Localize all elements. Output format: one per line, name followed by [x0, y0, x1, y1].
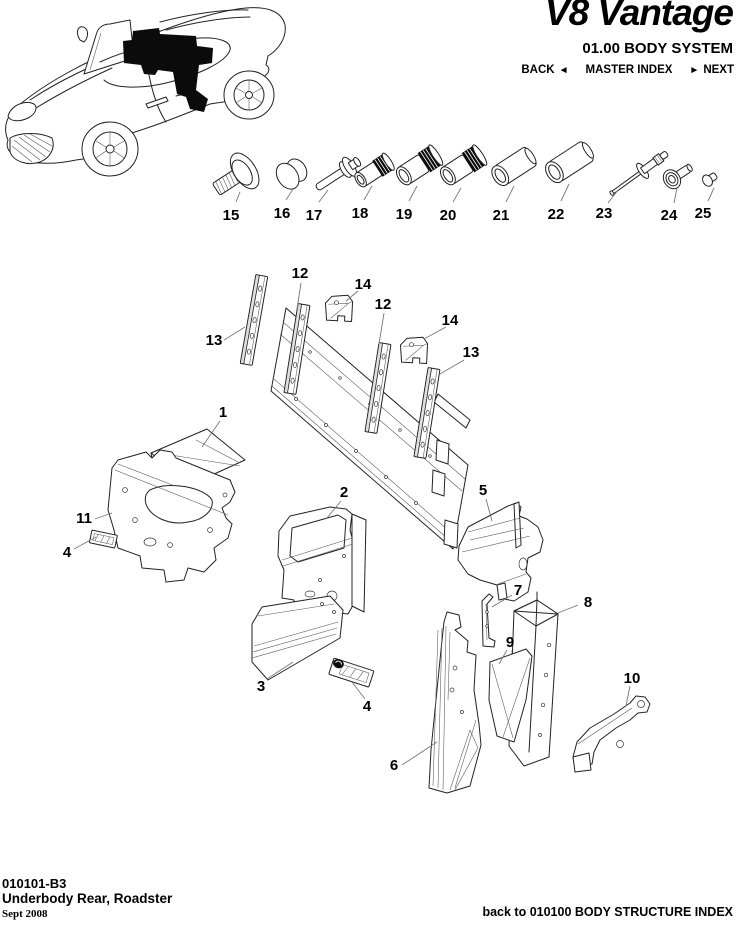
- part-label-10: 10: [624, 670, 641, 687]
- nav-master-index-label: MASTER INDEX: [585, 64, 673, 76]
- v8-vantage-logo: V8 Vantage: [544, 0, 734, 33]
- part-label-3: 3: [257, 678, 265, 695]
- part-label-12-right: 12: [375, 296, 392, 313]
- fastener-18-rivnut: [354, 152, 395, 188]
- part-9-folded-panel: [488, 648, 533, 743]
- fastener-label-20: 20: [440, 207, 457, 224]
- fastener-20-rivnut: [439, 144, 488, 186]
- nav-master-index[interactable]: MASTER INDEX: [586, 64, 673, 76]
- part-label-8: 8: [584, 594, 592, 611]
- nav-bar: BACK ◄ MASTER INDEX ► NEXT: [521, 64, 734, 76]
- part-4-clip-left: [88, 529, 118, 549]
- part-label-9: 9: [506, 634, 514, 651]
- fastener-label-18: 18: [352, 205, 369, 222]
- fastener-17-screw: [315, 156, 362, 191]
- fastener-label-17: 17: [306, 207, 323, 224]
- doc-date: Sept 2008: [2, 908, 48, 920]
- fastener-label-25: 25: [695, 205, 712, 222]
- car-location-illustration: [5, 7, 286, 177]
- fastener-label-22: 22: [548, 206, 565, 223]
- part-5-bracket: [457, 501, 544, 602]
- section-title: 01.00 BODY SYSTEM: [582, 40, 733, 57]
- part-label-5: 5: [479, 482, 487, 499]
- headlight: [7, 102, 37, 122]
- nav-next-label: NEXT: [703, 64, 734, 76]
- part-label-4-left: 4: [63, 544, 72, 561]
- part-11-panel: [107, 449, 236, 583]
- part-label-1: 1: [219, 404, 227, 421]
- mirror: [77, 26, 88, 43]
- part-label-11: 11: [76, 510, 92, 527]
- part-label-14-left: 14: [355, 276, 372, 293]
- fastener-25-rivet: [701, 172, 718, 187]
- nav-back-label: BACK: [521, 64, 555, 76]
- fastener-22-sleeve: [545, 141, 594, 184]
- part-labels: 1 2 3 4 4 5 6 7 8 9 10 11 12 12 13 13 14…: [63, 205, 712, 774]
- nav-back[interactable]: BACK ◄: [521, 64, 572, 76]
- nav-next[interactable]: ► NEXT: [685, 64, 734, 76]
- part-label-6: 6: [390, 757, 398, 774]
- fastener-label-19: 19: [396, 206, 413, 223]
- grille: [9, 133, 54, 165]
- part-10-bracket: [572, 695, 651, 773]
- back-to-index-link[interactable]: back to 010100 BODY STRUCTURE INDEX: [482, 905, 733, 919]
- rear-wheel: [223, 70, 275, 120]
- fastener-23-rivet: [609, 151, 669, 196]
- clip-fastener-head: [333, 659, 344, 669]
- fastener-label-15: 15: [223, 207, 240, 224]
- fasteners-row: [212, 141, 718, 196]
- part-label-13-left: 13: [206, 332, 223, 349]
- part-14-bracket-right: [399, 335, 429, 364]
- fastener-label-16: 16: [274, 205, 291, 222]
- fastener-24-screw: [662, 163, 693, 190]
- fastener-21-sleeve: [491, 146, 537, 187]
- fastener-label-21: 21: [493, 207, 510, 224]
- leader-lines: [73, 183, 715, 766]
- fastener-label-23: 23: [596, 205, 613, 222]
- parts-diagram: [88, 274, 651, 794]
- part-label-2: 2: [340, 484, 348, 501]
- part-13-strip-left: [239, 274, 269, 366]
- highlighted-region: [123, 28, 213, 112]
- next-arrow-icon: ►: [689, 64, 700, 76]
- part-2-panel: [277, 506, 367, 621]
- part-label-12-left: 12: [292, 265, 309, 282]
- part-4-clip-right: [328, 657, 375, 688]
- back-arrow-icon: ◄: [558, 64, 569, 76]
- front-wheel: [81, 121, 139, 177]
- fastener-15-bolt: [212, 152, 260, 196]
- doc-number: 010101-B3: [2, 876, 67, 891]
- fastener-16-plug: [275, 158, 308, 190]
- part-7-strip: [481, 593, 496, 648]
- part-3-sill-panel: [251, 595, 344, 681]
- part-label-13-right: 13: [463, 344, 480, 361]
- part-label-14-right: 14: [442, 312, 459, 329]
- part-label-4-right: 4: [363, 698, 372, 715]
- part-label-7: 7: [514, 582, 522, 599]
- fastener-19-rivnut: [395, 144, 444, 186]
- fastener-label-24: 24: [661, 207, 678, 224]
- doc-title: Underbody Rear, Roadster: [2, 891, 173, 906]
- part-6-tall-panel: [428, 611, 482, 794]
